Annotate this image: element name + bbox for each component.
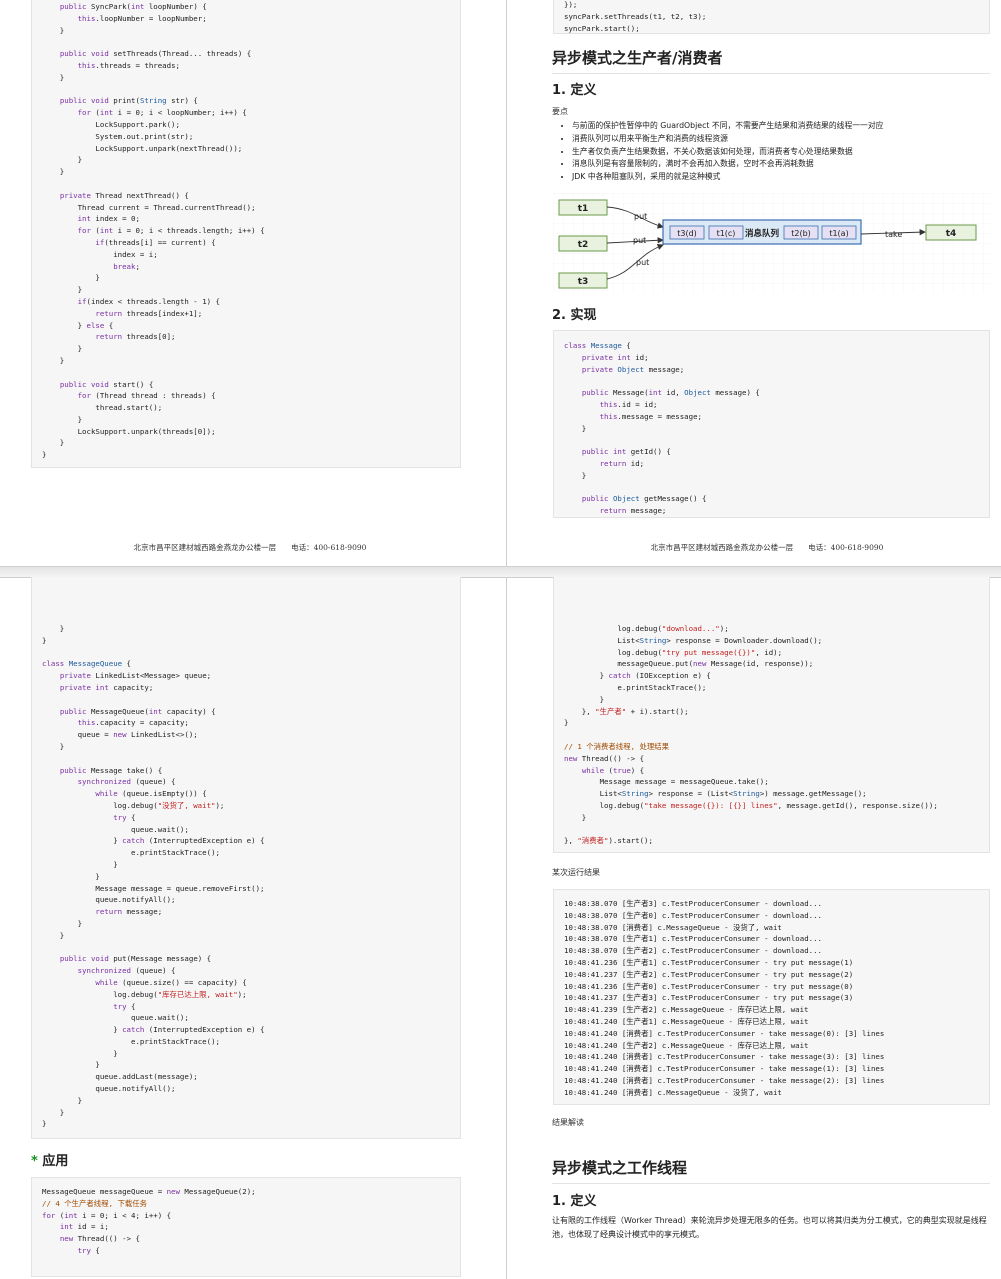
points-list: 与前面的保护性暂停中的 GuardObject 不同，不需要产生结果和消费结果的…: [554, 120, 1001, 184]
producer-t2-label: t2: [578, 240, 589, 250]
put-arrow-t1: [606, 206, 664, 229]
queue-item-4-label: t1(a): [829, 229, 848, 238]
code-text: public SyncPark(int loopNumber) { this.l…: [42, 2, 265, 460]
producer-t1-label: t1: [578, 204, 589, 214]
code-text: MessageQueue messageQueue = new MessageQ…: [42, 1187, 256, 1255]
queue-item-1: t3(d): [669, 225, 705, 240]
page-footer: 北京市昌平区建材城西路金燕龙办公楼一层 电话：400-618-9090: [133, 543, 367, 552]
consumer-t4-label: t4: [946, 229, 957, 239]
queue-item-2-label: t1(c): [717, 229, 736, 238]
application-heading: * 应用: [31, 1150, 68, 1169]
code-block-message: class Message { private int id; private …: [553, 330, 990, 518]
code-block-messagequeue: } } class MessageQueue { private LinkedL…: [31, 577, 461, 1139]
producer-t3: t3: [558, 272, 608, 289]
point-item: JDK 中各种阻塞队列，采用的就是这种模式: [572, 171, 1001, 184]
take-arrow: [860, 229, 926, 236]
put-label-3: put: [636, 258, 649, 267]
point-item: 与前面的保护性暂停中的 GuardObject 不同，不需要产生结果和消费结果的…: [572, 120, 1001, 133]
queue-item-1-label: t3(d): [677, 229, 697, 238]
page-bottom-left: } } class MessageQueue { private LinkedL…: [0, 577, 506, 1279]
page-divider-vertical: [506, 0, 507, 1279]
points-label: 要点: [552, 107, 568, 116]
subsection-definition-worker: 1. 定义: [552, 1194, 597, 1209]
take-label: take: [885, 230, 902, 239]
put-label-2: put: [633, 236, 646, 245]
put-arrow-t2: [606, 237, 664, 244]
put-label-1: put: [634, 212, 647, 221]
point-item: 消息队列是有容量限制的，满时不会再加入数据，空时不会再消耗数据: [572, 158, 1001, 171]
producer-t2: t2: [558, 235, 608, 252]
run-result-label: 某次运行结果: [552, 868, 600, 877]
producer-consumer-diagram: t1 t2 t3 put put put t3(d) t1(c) 消息队列 t: [553, 193, 990, 293]
queue-item-2: t1(c): [708, 225, 744, 240]
code-text: log.debug("download..."); List<String> r…: [564, 624, 938, 846]
run-log-block: 10:48:38.070 [生产者3] c.TestProducerConsum…: [553, 889, 990, 1105]
page-top-right: }); syncPark.setThreads(t1, t2, t3); syn…: [507, 0, 1001, 566]
code-block-syncpark-tail: }); syncPark.setThreads(t1, t2, t3); syn…: [553, 0, 990, 34]
code-block-producer-consumer-usage: log.debug("download..."); List<String> r…: [553, 577, 990, 853]
queue-item-4: t1(a): [821, 225, 857, 240]
queue-item-3: t2(b): [783, 225, 819, 240]
section-title-worker-thread: 异步模式之工作线程: [552, 1157, 990, 1184]
application-star: *: [31, 1154, 38, 1169]
subsection-implementation: 2. 实现: [552, 308, 597, 323]
page-footer: 北京市昌平区建材城西路金燕龙办公楼一层 电话：400-618-9090: [650, 543, 884, 552]
put-arrow-t3: [606, 244, 664, 280]
producer-t3-label: t3: [578, 277, 589, 287]
point-item: 生产者仅负责产生结果数据，不关心数据该如何处理，而消费者专心处理结果数据: [572, 146, 1001, 159]
result-interpretation-label: 结果解读: [552, 1118, 584, 1127]
consumer-t4: t4: [925, 224, 977, 241]
section-title-producer-consumer: 异步模式之生产者/消费者: [552, 47, 990, 74]
application-title: 应用: [42, 1154, 69, 1169]
code-block-syncpark: public SyncPark(int loopNumber) { this.l…: [31, 0, 461, 468]
subsection-definition: 1. 定义: [552, 83, 597, 98]
page-bottom-right: log.debug("download..."); List<String> r…: [507, 577, 1001, 1279]
page-top-left: public SyncPark(int loopNumber) { this.l…: [0, 0, 506, 566]
producer-t1: t1: [558, 199, 608, 216]
code-text: } } class MessageQueue { private LinkedL…: [42, 624, 265, 1129]
code-text: }); syncPark.setThreads(t1, t2, t3); syn…: [564, 0, 707, 33]
worker-thread-definition: 让有限的工作线程（Worker Thread）来轮流异步处理无限多的任务。也可以…: [552, 1216, 987, 1239]
queue-title: 消息队列: [745, 228, 780, 239]
log-text: 10:48:38.070 [生产者3] c.TestProducerConsum…: [564, 899, 885, 1097]
queue-item-3-label: t2(b): [791, 229, 811, 238]
page-divider-horizontal: [0, 566, 1001, 578]
code-text: class Message { private int id; private …: [564, 341, 760, 516]
code-block-application: MessageQueue messageQueue = new MessageQ…: [31, 1177, 461, 1277]
point-item: 消费队列可以用来平衡生产和消费的线程资源: [572, 133, 1001, 146]
